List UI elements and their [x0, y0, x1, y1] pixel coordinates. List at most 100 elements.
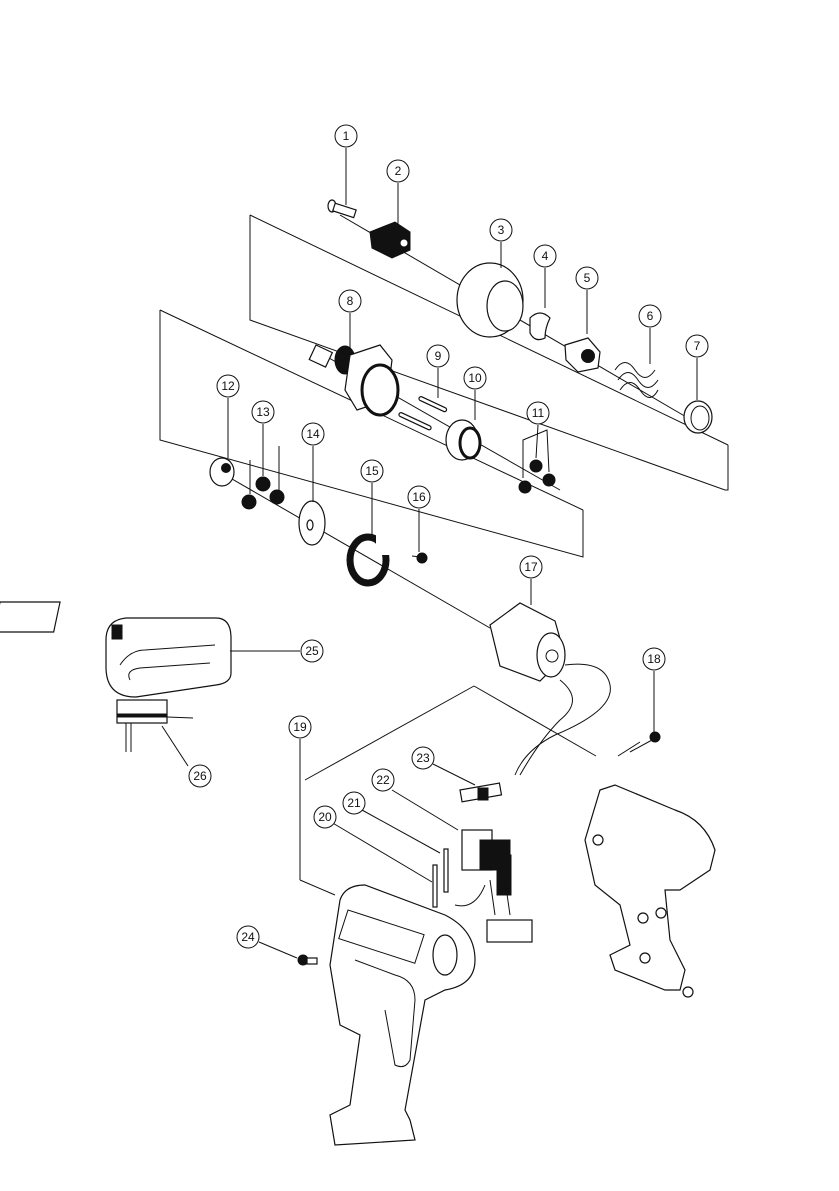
callout-label: 9: [435, 349, 442, 363]
group-bracket-housing: [304, 685, 641, 781]
callout-circle: [313, 805, 337, 829]
callout-circle: [575, 266, 599, 290]
callout-circle: [338, 289, 362, 313]
motor-icon: [489, 602, 611, 776]
callout-label: 5: [584, 271, 591, 285]
callout-label: 24: [241, 930, 255, 944]
callout-circle: [426, 344, 450, 368]
clip-icon: [529, 312, 551, 341]
ball-icon: [529, 459, 543, 473]
callout-circle: [642, 647, 666, 671]
callout-7: 7: [685, 334, 709, 358]
callout-label: 16: [412, 490, 426, 504]
callout-circle: [526, 401, 550, 425]
callout-label: 8: [347, 294, 354, 308]
screw-icon: [411, 552, 428, 564]
callout-circle: [300, 639, 324, 663]
switch-icon: [454, 829, 533, 943]
callout-1: 1: [334, 124, 358, 148]
gearbox-icon: [308, 344, 400, 417]
callout-circle: [463, 366, 487, 390]
callout-label: 1: [343, 129, 350, 143]
battery-icon: [0, 601, 232, 698]
callout-label: 3: [498, 223, 505, 237]
rod-icon: [443, 848, 449, 893]
callout-18: 18: [642, 647, 666, 671]
callout-label: 2: [395, 164, 402, 178]
chuck-icon: [369, 221, 411, 259]
callouts: 1234567891011121314151617181920212223242…: [188, 124, 709, 949]
callout-circle: [685, 334, 709, 358]
rod-icon: [432, 864, 438, 908]
callout-circle: [342, 791, 366, 815]
callout-8: 8: [338, 289, 362, 313]
callout-13: 13: [251, 400, 275, 424]
screw-icon: [297, 954, 318, 966]
screw-icon: [629, 731, 661, 753]
callout-circle: [188, 764, 212, 788]
callout-circle: [533, 244, 557, 268]
torque-collar-icon: [456, 262, 524, 338]
callout-label: 14: [306, 427, 320, 441]
ball-icon: [269, 489, 285, 505]
callout-label: 15: [365, 464, 379, 478]
callout-circle: [288, 715, 312, 739]
callout-6: 6: [638, 304, 662, 328]
callout-label: 20: [318, 810, 332, 824]
housing-icon: [584, 784, 716, 998]
callout-label: 23: [416, 751, 430, 765]
ball-group-13: [241, 446, 285, 510]
callout-label: 6: [647, 309, 654, 323]
callout-circle: [251, 400, 275, 424]
pin-icon: [398, 396, 448, 431]
callout-label: 17: [524, 560, 538, 574]
callout-16: 16: [407, 485, 431, 509]
callout-leaders: [161, 148, 698, 959]
ball-icon: [542, 473, 556, 487]
ball-group-11: [518, 424, 556, 494]
callout-label: 11: [532, 406, 545, 420]
callout-circle: [236, 925, 260, 949]
callout-circle: [216, 374, 240, 398]
charger-icon: [116, 699, 194, 752]
callout-circle: [411, 746, 435, 770]
callout-circle: [360, 459, 384, 483]
callout-24: 24: [236, 925, 260, 949]
callout-5: 5: [575, 266, 599, 290]
motor-mount-icon: [346, 533, 394, 587]
callout-label: 21: [347, 796, 361, 810]
ball-icon: [255, 476, 271, 492]
ring-icon: [683, 400, 713, 434]
callout-circle: [334, 124, 358, 148]
callout-11: 11: [526, 401, 550, 425]
callout-25: 25: [300, 639, 324, 663]
callout-circle: [519, 555, 543, 579]
callout-17: 17: [519, 555, 543, 579]
callout-label: 10: [468, 371, 482, 385]
callout-circle: [386, 159, 410, 183]
callout-19: 19: [288, 715, 312, 739]
direction-lever-icon: [459, 782, 503, 803]
callout-circle: [407, 485, 431, 509]
ring-gear-icon: [445, 419, 482, 461]
callout-23: 23: [411, 746, 435, 770]
callout-3: 3: [489, 218, 513, 242]
callout-21: 21: [342, 791, 366, 815]
callout-circle: [638, 304, 662, 328]
screw-icon: [327, 199, 357, 219]
callout-label: 26: [193, 769, 207, 783]
callout-12: 12: [216, 374, 240, 398]
callout-label: 13: [256, 405, 270, 419]
callout-22: 22: [371, 768, 395, 792]
ball-icon: [518, 480, 532, 494]
callout-15: 15: [360, 459, 384, 483]
callout-label: 12: [221, 379, 235, 393]
callout-9: 9: [426, 344, 450, 368]
callout-26: 26: [188, 764, 212, 788]
spring-icon: [614, 362, 659, 398]
callout-4: 4: [533, 244, 557, 268]
callout-label: 22: [376, 773, 390, 787]
callout-14: 14: [301, 422, 325, 446]
callout-label: 25: [305, 644, 319, 658]
